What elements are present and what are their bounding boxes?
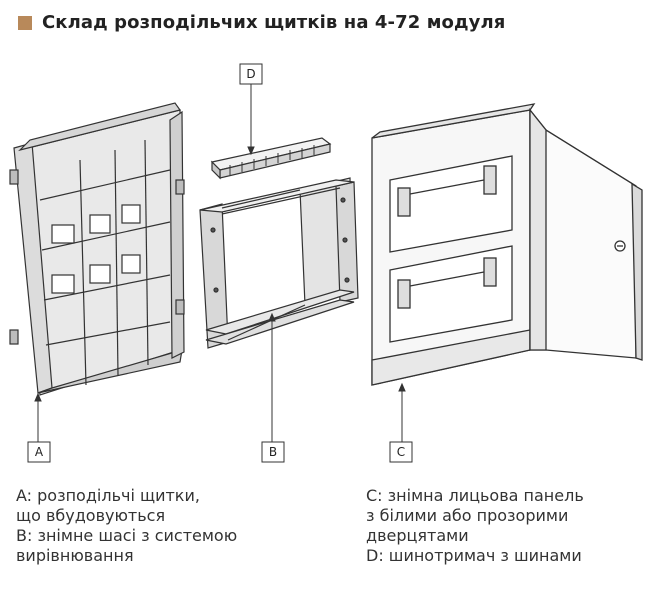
caption-left: A: розподільчі щитки, що вбудовуються B:… — [16, 486, 237, 566]
label-a: A — [35, 445, 44, 459]
caption-right-line: з білими або прозорими — [366, 506, 569, 525]
caption-right: C: знімна лицьова панель з білими або пр… — [366, 486, 584, 566]
front-panel-illustration — [371, 103, 643, 386]
pointer-d-arrow — [247, 146, 255, 156]
caption-right-line: C: знімна лицьова панель — [366, 486, 584, 505]
caption-left-line: що вбудовуються — [16, 506, 166, 525]
label-d: D — [246, 67, 255, 81]
pointer-c-arrow — [398, 382, 406, 392]
caption-left-line: A: розподільчі щитки, — [16, 486, 200, 505]
caption-left-line: вирівнювання — [16, 546, 134, 565]
pointer-a-arrow — [34, 392, 42, 402]
header-accent-square — [18, 15, 32, 30]
label-box-a: A — [27, 441, 51, 463]
label-box-b: B — [261, 441, 285, 463]
caption-right-line: дверцятами — [366, 526, 469, 545]
header: Склад розподільчих щитків на 4-72 модуля — [18, 12, 505, 33]
label-box-c: C — [389, 441, 413, 463]
label-c: C — [397, 445, 405, 459]
label-b: B — [269, 445, 277, 459]
label-box-d: D — [239, 63, 263, 85]
page-title: Склад розподільчих щитків на 4-72 модуля — [42, 12, 506, 33]
chassis-illustration — [199, 177, 359, 349]
pointer-b-arrow — [268, 312, 276, 322]
caption-left-line: B: знімне шасі з системою — [16, 526, 238, 545]
caption-right-line: D: шинотримач з шинами — [366, 546, 582, 565]
flush-box-illustration — [9, 102, 185, 396]
busbar-holder-illustration — [210, 137, 332, 180]
